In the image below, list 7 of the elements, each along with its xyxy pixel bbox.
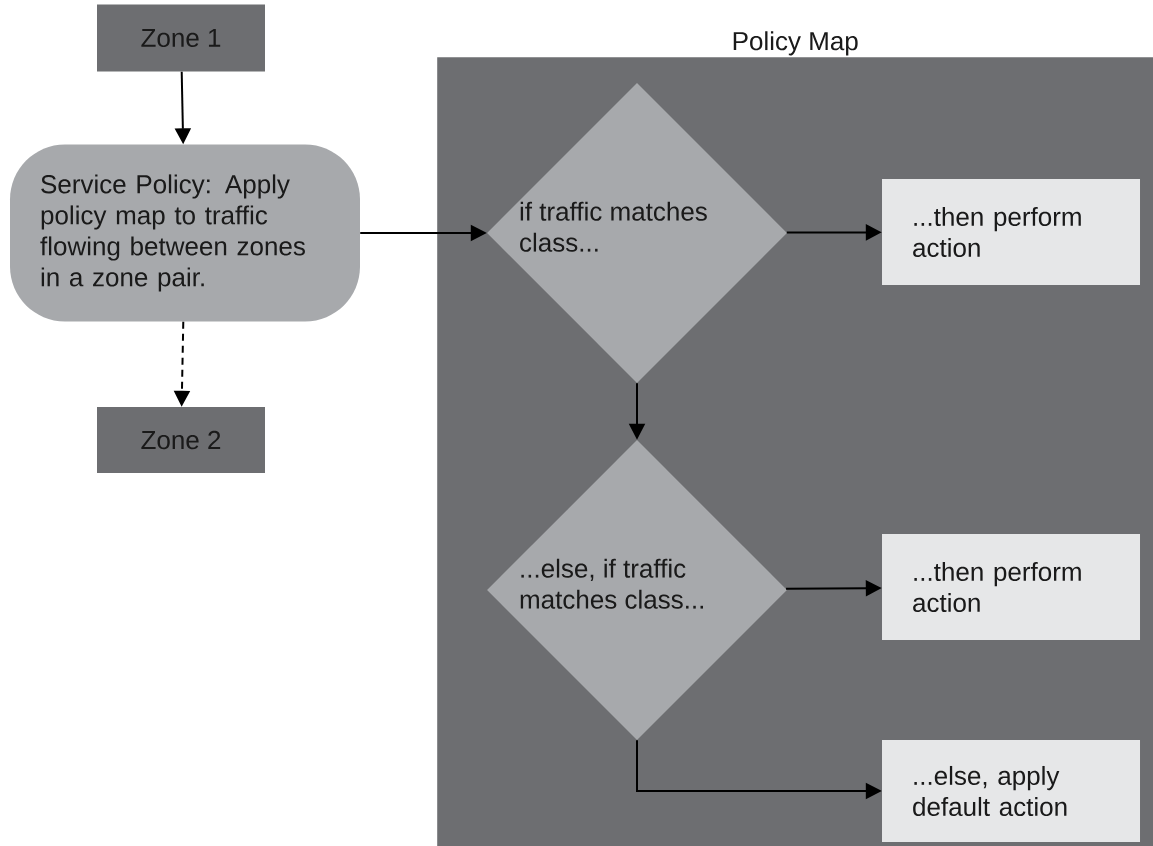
zone-box: Zone 1 (97, 4, 265, 72)
action-box: ...else, apply default action (882, 740, 1140, 842)
zone-box: Zone 2 (97, 407, 265, 473)
rounded-box: Service Policy: Apply policy map to traffic flowing between zones in a zone pair. (10, 144, 360, 322)
action-box: ...then perform action (882, 179, 1140, 285)
panel-title: Policy Map (733, 31, 858, 56)
action-box: ...then perform action (882, 534, 1140, 640)
